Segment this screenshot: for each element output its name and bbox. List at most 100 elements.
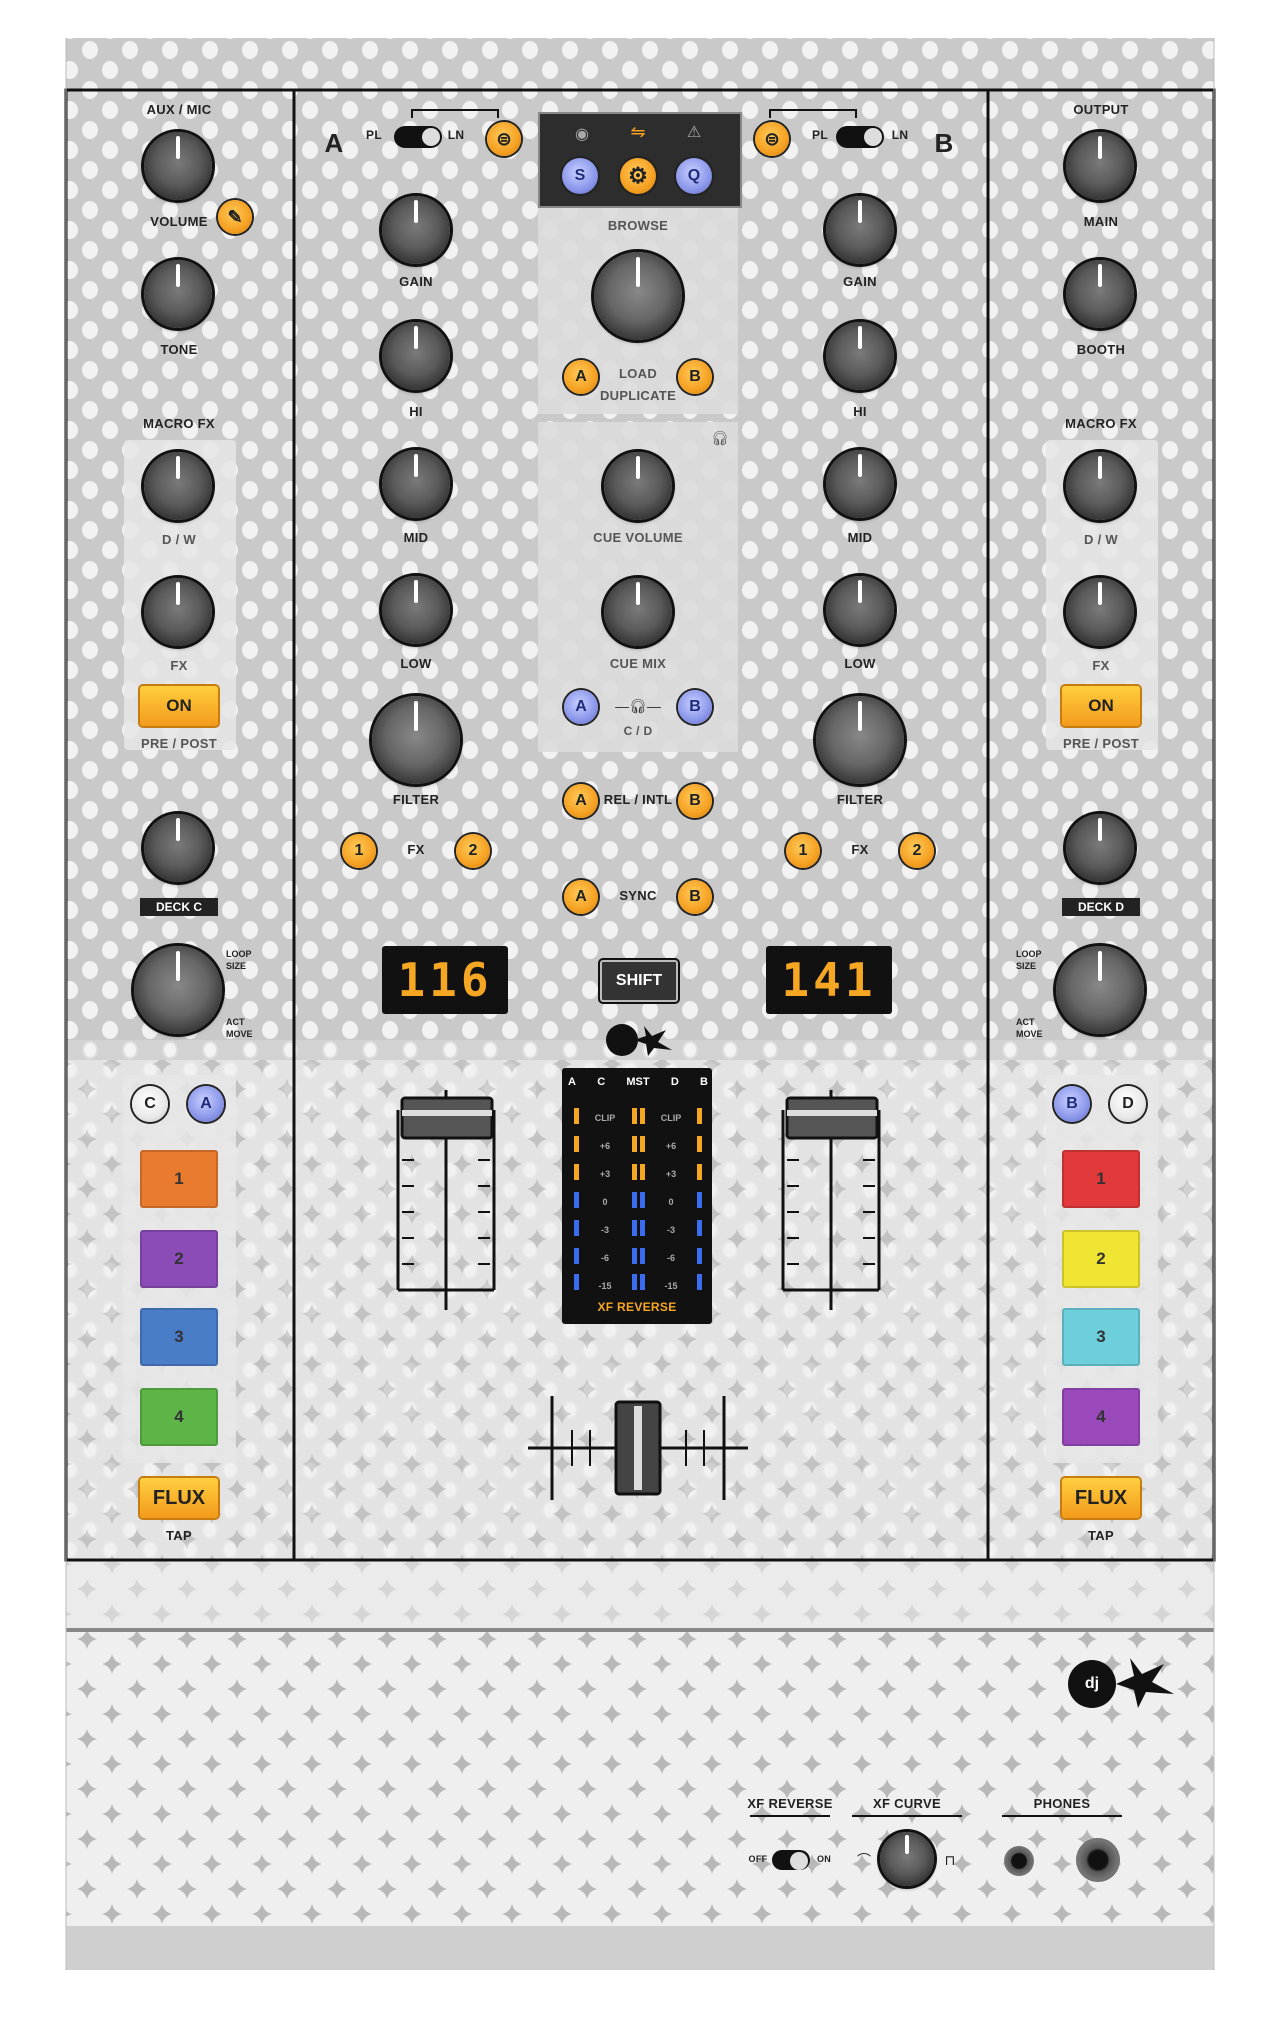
left-tap-label: TAP — [166, 1528, 192, 1543]
channel-b-gain-knob[interactable] — [826, 196, 894, 264]
booth-knob[interactable] — [1066, 260, 1134, 328]
meter-level: +6 — [599, 1141, 611, 1151]
rel-intl-b-button[interactable]: B — [678, 784, 712, 818]
channel-b-filter-knob[interactable] — [816, 696, 904, 784]
right-pad-2[interactable]: 2 — [1062, 1230, 1140, 1288]
main-knob[interactable] — [1066, 132, 1134, 200]
deck-b-pl-ln-switch[interactable] — [836, 126, 884, 148]
right-flux-button[interactable]: FLUX — [1062, 1478, 1140, 1518]
curve-smooth-icon: ⌒ — [857, 1852, 871, 1868]
output-label: OUTPUT — [1073, 102, 1129, 117]
left-act-move-label: ACT MOVE — [226, 1017, 253, 1039]
left-pad-4[interactable]: 4 — [140, 1388, 218, 1446]
channel-b-low-knob[interactable] — [826, 576, 894, 644]
right-loop-encoder[interactable] — [1056, 946, 1144, 1034]
snap-button[interactable]: S — [562, 158, 598, 194]
channel-b-fx2-button[interactable]: 2 — [900, 834, 934, 868]
curve-sharp-icon: ⊓ — [944, 1851, 956, 1868]
right-dw-label: D / W — [1084, 532, 1118, 547]
cue-a-button[interactable]: A — [564, 690, 598, 724]
cue-volume-knob[interactable] — [604, 452, 672, 520]
xf-reverse-switch[interactable] — [772, 1850, 810, 1870]
meter-level: -6 — [666, 1253, 675, 1263]
cue-headphone-icon: —🎧︎— — [615, 697, 661, 714]
left-flux-button[interactable]: FLUX — [140, 1478, 218, 1518]
meter-scale-left: CLIP +6 +3 0 -3 -6 -15 — [590, 1104, 620, 1300]
meter-level: 0 — [602, 1197, 608, 1207]
deck-a-pl-ln-switch[interactable] — [394, 126, 442, 148]
svg-text:dj: dj — [1085, 1675, 1099, 1692]
deck-a-label: A — [324, 128, 344, 158]
meter-header-mst: MST — [626, 1076, 650, 1088]
sync-label: SYNC — [619, 888, 657, 903]
left-pad-3[interactable]: 3 — [140, 1308, 218, 1366]
channel-a-mid-knob[interactable] — [382, 450, 450, 518]
deck-a-select-button[interactable]: A — [188, 1086, 224, 1122]
right-dw-knob[interactable] — [1066, 452, 1134, 520]
xf-curve-knob[interactable] — [880, 1832, 934, 1886]
djskins-logo — [600, 1020, 684, 1058]
channel-b-hi-label: HI — [853, 404, 867, 419]
load-a-button[interactable]: A — [564, 360, 598, 394]
right-fx-on-button[interactable]: ON — [1062, 686, 1140, 726]
main-label: MAIN — [1083, 214, 1119, 229]
deck-b-display: 141 — [766, 946, 892, 1014]
channel-a-low-knob[interactable] — [382, 576, 450, 644]
left-macro-fx-label: MACRO FX — [143, 416, 215, 431]
channel-b-low-label: LOW — [844, 656, 876, 671]
cue-b-button[interactable]: B — [678, 690, 712, 724]
aux-mic-label: AUX / MIC — [146, 102, 212, 117]
rel-intl-a-button[interactable]: A — [564, 784, 598, 818]
right-fx-knob[interactable] — [1066, 578, 1134, 646]
channel-a-hi-knob[interactable] — [382, 322, 450, 390]
channel-a-gain-knob[interactable] — [382, 196, 450, 264]
meter-header-c: C — [597, 1076, 606, 1088]
sync-b-button[interactable]: B — [678, 880, 712, 914]
channel-a-filter-label: FILTER — [392, 792, 440, 807]
browse-encoder[interactable] — [594, 252, 682, 340]
quantize-button[interactable]: Q — [676, 158, 712, 194]
deck-b-phono-icon[interactable]: ⊜ — [755, 122, 789, 156]
phones-jack-icon[interactable] — [1076, 1838, 1120, 1882]
left-pad-2[interactable]: 2 — [140, 1230, 218, 1288]
right-pad-4[interactable]: 4 — [1062, 1388, 1140, 1446]
meter-bars — [570, 1102, 706, 1292]
left-dw-knob[interactable] — [144, 452, 212, 520]
sync-a-button[interactable]: A — [564, 880, 598, 914]
meter-header-b: B — [700, 1076, 708, 1088]
shift-button[interactable]: SHIFT — [600, 960, 678, 1002]
meter-level: -6 — [600, 1253, 609, 1263]
cue-mix-knob[interactable] — [604, 578, 672, 646]
left-loop-encoder[interactable] — [134, 946, 222, 1034]
deck-c-knob[interactable] — [144, 814, 212, 882]
mic-icon[interactable]: ✎ — [218, 200, 252, 234]
deck-a-phono-icon[interactable]: ⊜ — [487, 122, 521, 156]
deck-d-knob[interactable] — [1066, 814, 1134, 882]
channel-b-hi-knob[interactable] — [826, 322, 894, 390]
meter-header-a: A — [568, 1076, 576, 1088]
left-pad-1[interactable]: 1 — [140, 1150, 218, 1208]
tone-knob[interactable] — [144, 260, 212, 328]
right-pad-3[interactable]: 3 — [1062, 1308, 1140, 1366]
channel-b-fx1-button[interactable]: 1 — [786, 834, 820, 868]
right-tap-label: TAP — [1088, 1528, 1114, 1543]
channel-a-fx2-button[interactable]: 2 — [456, 834, 490, 868]
left-fx-knob[interactable] — [144, 578, 212, 646]
channel-a-mid-label: MID — [403, 530, 429, 545]
deck-c-select-button[interactable]: C — [132, 1086, 168, 1122]
load-b-button[interactable]: B — [678, 360, 712, 394]
xf-curve-label: XF CURVE — [873, 1796, 941, 1811]
right-pad-1[interactable]: 1 — [1062, 1150, 1140, 1208]
meter-level: -3 — [666, 1225, 675, 1235]
left-fx-on-button[interactable]: ON — [140, 686, 218, 726]
channel-b-fx-label: FX — [851, 842, 869, 857]
deck-d-select-button[interactable]: D — [1110, 1086, 1146, 1122]
channel-a-fx1-button[interactable]: 1 — [342, 834, 376, 868]
deck-b-select-button[interactable]: B — [1054, 1086, 1090, 1122]
aux-volume-knob[interactable] — [144, 132, 212, 200]
power-icon: ◉ — [575, 126, 589, 143]
channel-a-filter-knob[interactable] — [372, 696, 460, 784]
settings-gear-icon[interactable]: ⚙ — [620, 158, 656, 194]
phones-mini-jack-icon[interactable] — [1004, 1846, 1034, 1876]
channel-b-mid-knob[interactable] — [826, 450, 894, 518]
